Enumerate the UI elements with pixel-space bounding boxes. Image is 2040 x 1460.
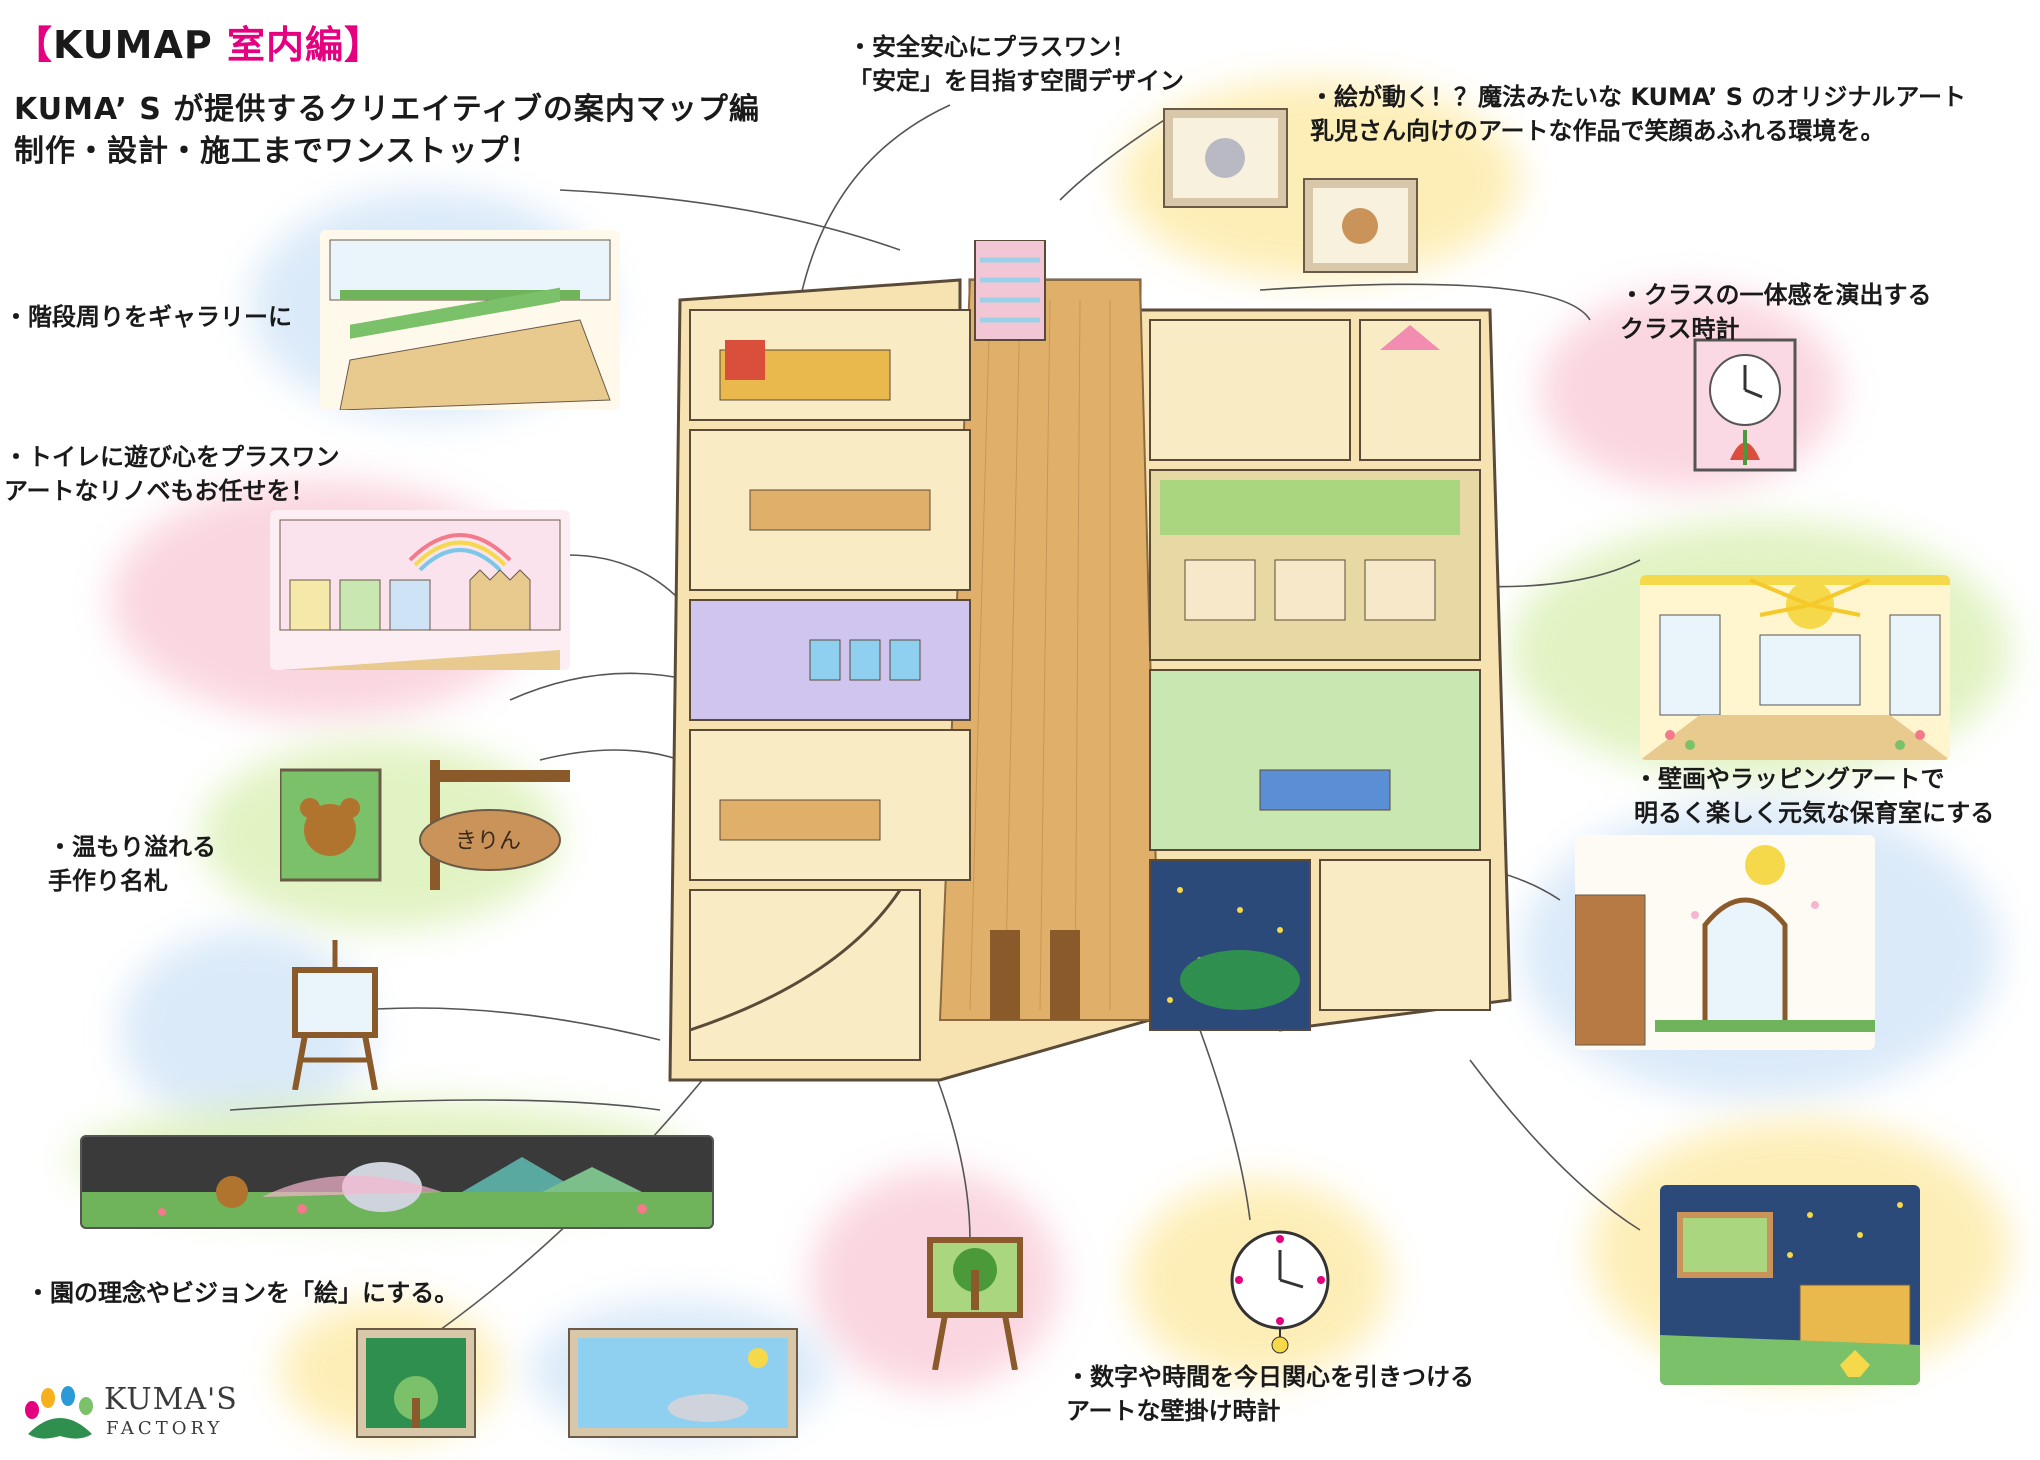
title-bracket-open: 【 — [14, 23, 54, 67]
room-right-entry — [1319, 859, 1491, 1011]
paw-logo-icon — [25, 1386, 93, 1439]
note-nameplate: ・温もり溢れる 手作り名札 — [48, 833, 216, 895]
vision-board-frame — [356, 1328, 476, 1438]
vignette-mirror — [1575, 835, 1875, 1050]
note-toilet: ・トイレに遊び心をプラスワン アートなリノベもお任せを！ — [4, 443, 340, 505]
logo-line-2: FACTORY — [106, 1418, 224, 1439]
bench-2 — [1050, 930, 1080, 1020]
vignette-toilet — [270, 510, 570, 670]
title-bracket-close: 】 — [343, 23, 383, 67]
vignette-stairs-gallery — [320, 230, 620, 410]
vision-poster-frame — [568, 1328, 798, 1438]
vignette-sun-mural — [1640, 575, 1950, 760]
title-brand: KUMAP — [53, 23, 213, 67]
vignette-easel-left — [280, 940, 390, 1090]
note-stairs: ・階段周りをギャラリーに — [4, 303, 292, 331]
stairs — [974, 240, 1046, 341]
logo-line-1: KUMA'S — [104, 1382, 238, 1417]
wall-clock-illustration — [1225, 1225, 1335, 1355]
room-right-1 — [1149, 319, 1351, 461]
table-left-2 — [749, 489, 931, 531]
vignette-reading-corner — [1660, 1185, 1920, 1385]
note-wall-clock: ・数字や時間を今日関心を引きつける アートな壁掛け時計 — [1066, 1363, 1474, 1425]
nameplate-text: きりん — [455, 829, 521, 854]
note-safety: ・安全安心にプラスワン！ 「安定」を目指す空間デザイン — [848, 33, 1184, 95]
subtitle-line-1: KUMA’ S が提供するクリエイティブの案内マップ編 — [14, 92, 760, 127]
note-class-clock: ・クラスの一体感を演出する クラス時計 — [1620, 281, 1932, 343]
bench-1 — [990, 930, 1020, 1020]
art-frame-2 — [1303, 178, 1418, 273]
kitchen-counter — [1259, 769, 1391, 811]
room-right-kitchen — [1149, 669, 1481, 851]
page-title: 【KUMAP 室内編】 — [14, 14, 383, 69]
note-vision: ・園の理念やビジョンを「絵」にする。 — [26, 1279, 459, 1307]
floor-plan — [668, 240, 1512, 1082]
note-mural: ・壁画やラッピングアートで 明るく楽しく元気な保育室にする — [1634, 765, 1995, 827]
vignette-nameplate: きりん — [280, 760, 580, 900]
subtitle-line-2: 制作・設計・施工までワンストップ！ — [14, 134, 541, 169]
desk-left-3 — [719, 799, 881, 841]
note-art: ・絵が動く！？魔法みたいな KUMA’ S のオリジナルアート 乳児さん向けのア… — [1310, 83, 1966, 145]
room-left-4 — [689, 889, 921, 1061]
art-frame-1 — [1163, 108, 1288, 208]
class-clock-illustration — [1690, 335, 1800, 475]
class-mural — [1160, 480, 1460, 535]
title-section: 室内編 — [226, 23, 344, 67]
vignette-mural-strip — [80, 1135, 714, 1229]
bookcase-left-1 — [725, 340, 765, 380]
kumas-factory-logo: KUMA'S FACTORY — [20, 1380, 250, 1446]
vignette-easel-center — [920, 1230, 1030, 1370]
